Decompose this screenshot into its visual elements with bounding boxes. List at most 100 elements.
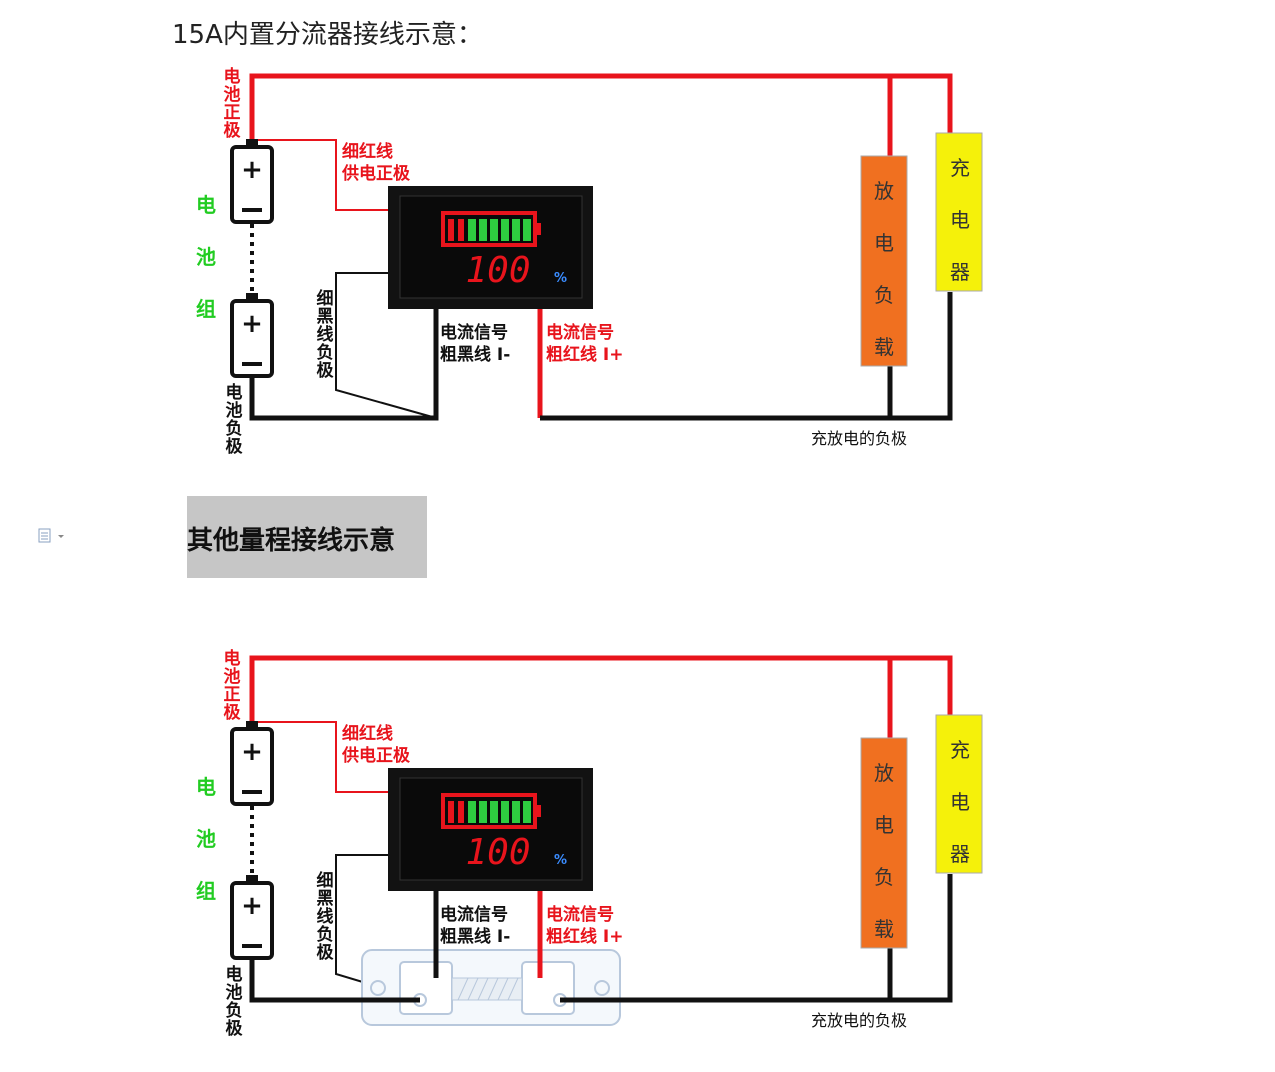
thin-black-label: 细 黑 线 负 极 [317,288,334,381]
charger-label-2: 电 [950,208,970,232]
svg-text:负: 负 [317,342,334,363]
svg-text:极: 极 [224,121,241,141]
svg-text:电: 电 [226,382,243,403]
svg-text:线: 线 [317,324,334,345]
svg-text:粗黑线 I-: 粗黑线 I- [440,344,510,365]
black-return-wire [540,292,953,421]
svg-text:池: 池 [226,982,243,1003]
discharge-label-2: 电 [874,231,894,255]
wiring-diagram-15a: + + 100 % 放 电 负 载 充 电 器 电 池 正 极 [196,66,983,457]
section-header: 其他量程接线示意 [187,496,427,578]
discharge-load-box [860,737,908,949]
current-black-label: 电流信号 粗黑线 I- [440,904,510,947]
svg-text:供电正极: 供电正极 [341,163,410,184]
battery-positive-label: 电 池 正 极 [224,648,241,723]
battery-top: + [230,139,274,224]
discharge-label-4: 载 [874,917,894,941]
svg-text:黑: 黑 [317,307,334,327]
common-negative-label: 充放电的负极 [811,1011,907,1030]
charger-label-3: 器 [950,842,970,866]
svg-text:池: 池 [196,827,216,851]
svg-text:电流信号: 电流信号 [440,322,508,343]
svg-text:+: + [241,309,263,339]
svg-text:线: 线 [317,906,334,927]
common-negative-label: 充放电的负极 [811,429,907,448]
svg-text:极: 极 [226,1019,243,1039]
black-main-wire [249,308,439,421]
current-red-label: 电流信号 粗红线 I+ [546,904,624,947]
black-return-wire [560,874,953,1003]
page-title: 15A内置分流器接线示意： [172,20,483,50]
svg-text:电: 电 [226,964,243,985]
display-unit: % [554,271,567,286]
discharge-load-box [860,155,908,367]
external-shunt [361,949,621,1026]
charger-label-3: 器 [950,260,970,284]
svg-text:极: 极 [226,437,243,457]
svg-text:细: 细 [317,288,334,309]
svg-text:细红线: 细红线 [342,141,393,162]
battery-display-module: 100 % [388,768,593,891]
black-main-wire [249,960,420,1003]
thin-black-wire [335,272,437,419]
section-title: 其他量程接线示意 [187,526,396,556]
svg-text:供电正极: 供电正极 [341,745,410,766]
svg-text:+: + [241,155,263,185]
svg-text:正: 正 [224,685,241,705]
charger-label-1: 充 [950,738,970,762]
document-icon[interactable] [38,528,66,548]
wiring-diagram-other: + + 100 % 放 电 负 载 充 电 器 电 池 正 极 电 [196,648,983,1039]
discharge-label-3: 负 [874,283,894,307]
svg-text:负: 负 [226,1000,243,1021]
svg-text:组: 组 [196,879,216,903]
svg-text:池: 池 [224,84,241,105]
svg-text:粗黑线 I-: 粗黑线 I- [440,926,510,947]
svg-text:池: 池 [224,666,241,687]
current-red-label: 电流信号 粗红线 I+ [546,322,624,365]
thin-black-label: 细 黑 线 负 极 [317,870,334,963]
svg-text:+: + [241,891,263,921]
discharge-label-4: 载 [874,335,894,359]
battery-group-label: 电 池 组 [196,193,216,321]
svg-text:电: 电 [196,775,216,799]
display-value: 100 [465,832,530,873]
discharge-label-1: 放 [874,179,894,203]
charger-box [935,714,983,874]
svg-text:粗红线 I+: 粗红线 I+ [546,344,624,365]
svg-text:池: 池 [196,245,216,269]
svg-text:细红线: 细红线 [342,723,393,744]
battery-top: + [230,721,274,806]
svg-text:电: 电 [224,648,241,669]
battery-bottom: + [230,875,274,960]
svg-text:粗红线 I+: 粗红线 I+ [546,926,624,947]
svg-text:黑: 黑 [317,889,334,909]
charger-label-2: 电 [950,790,970,814]
thin-red-wire [252,721,388,793]
battery-positive-label: 电 池 正 极 [224,66,241,141]
battery-group-label: 电 池 组 [196,775,216,903]
svg-text:极: 极 [317,943,334,963]
thin-red-label: 细红线 供电正极 [341,723,410,766]
svg-text:电流信号: 电流信号 [546,322,614,343]
svg-text:极: 极 [317,361,334,381]
svg-text:极: 极 [224,703,241,723]
charger-box [935,132,983,292]
battery-bottom: + [230,293,274,378]
charger-label-1: 充 [950,156,970,180]
svg-text:电: 电 [196,193,216,217]
red-main-wire [249,655,953,727]
svg-text:正: 正 [224,103,241,123]
svg-text:负: 负 [226,418,243,439]
svg-text:电流信号: 电流信号 [546,904,614,925]
svg-text:负: 负 [317,924,334,945]
thin-red-label: 细红线 供电正极 [341,141,410,184]
svg-text:细: 细 [317,870,334,891]
display-value: 100 [465,250,530,291]
current-black-label: 电流信号 粗黑线 I- [440,322,510,365]
svg-text:池: 池 [226,400,243,421]
svg-text:组: 组 [196,297,216,321]
battery-display-module: 100 % [388,186,593,309]
red-main-wire [249,73,953,145]
discharge-label-3: 负 [874,865,894,889]
discharge-label-2: 电 [874,813,894,837]
